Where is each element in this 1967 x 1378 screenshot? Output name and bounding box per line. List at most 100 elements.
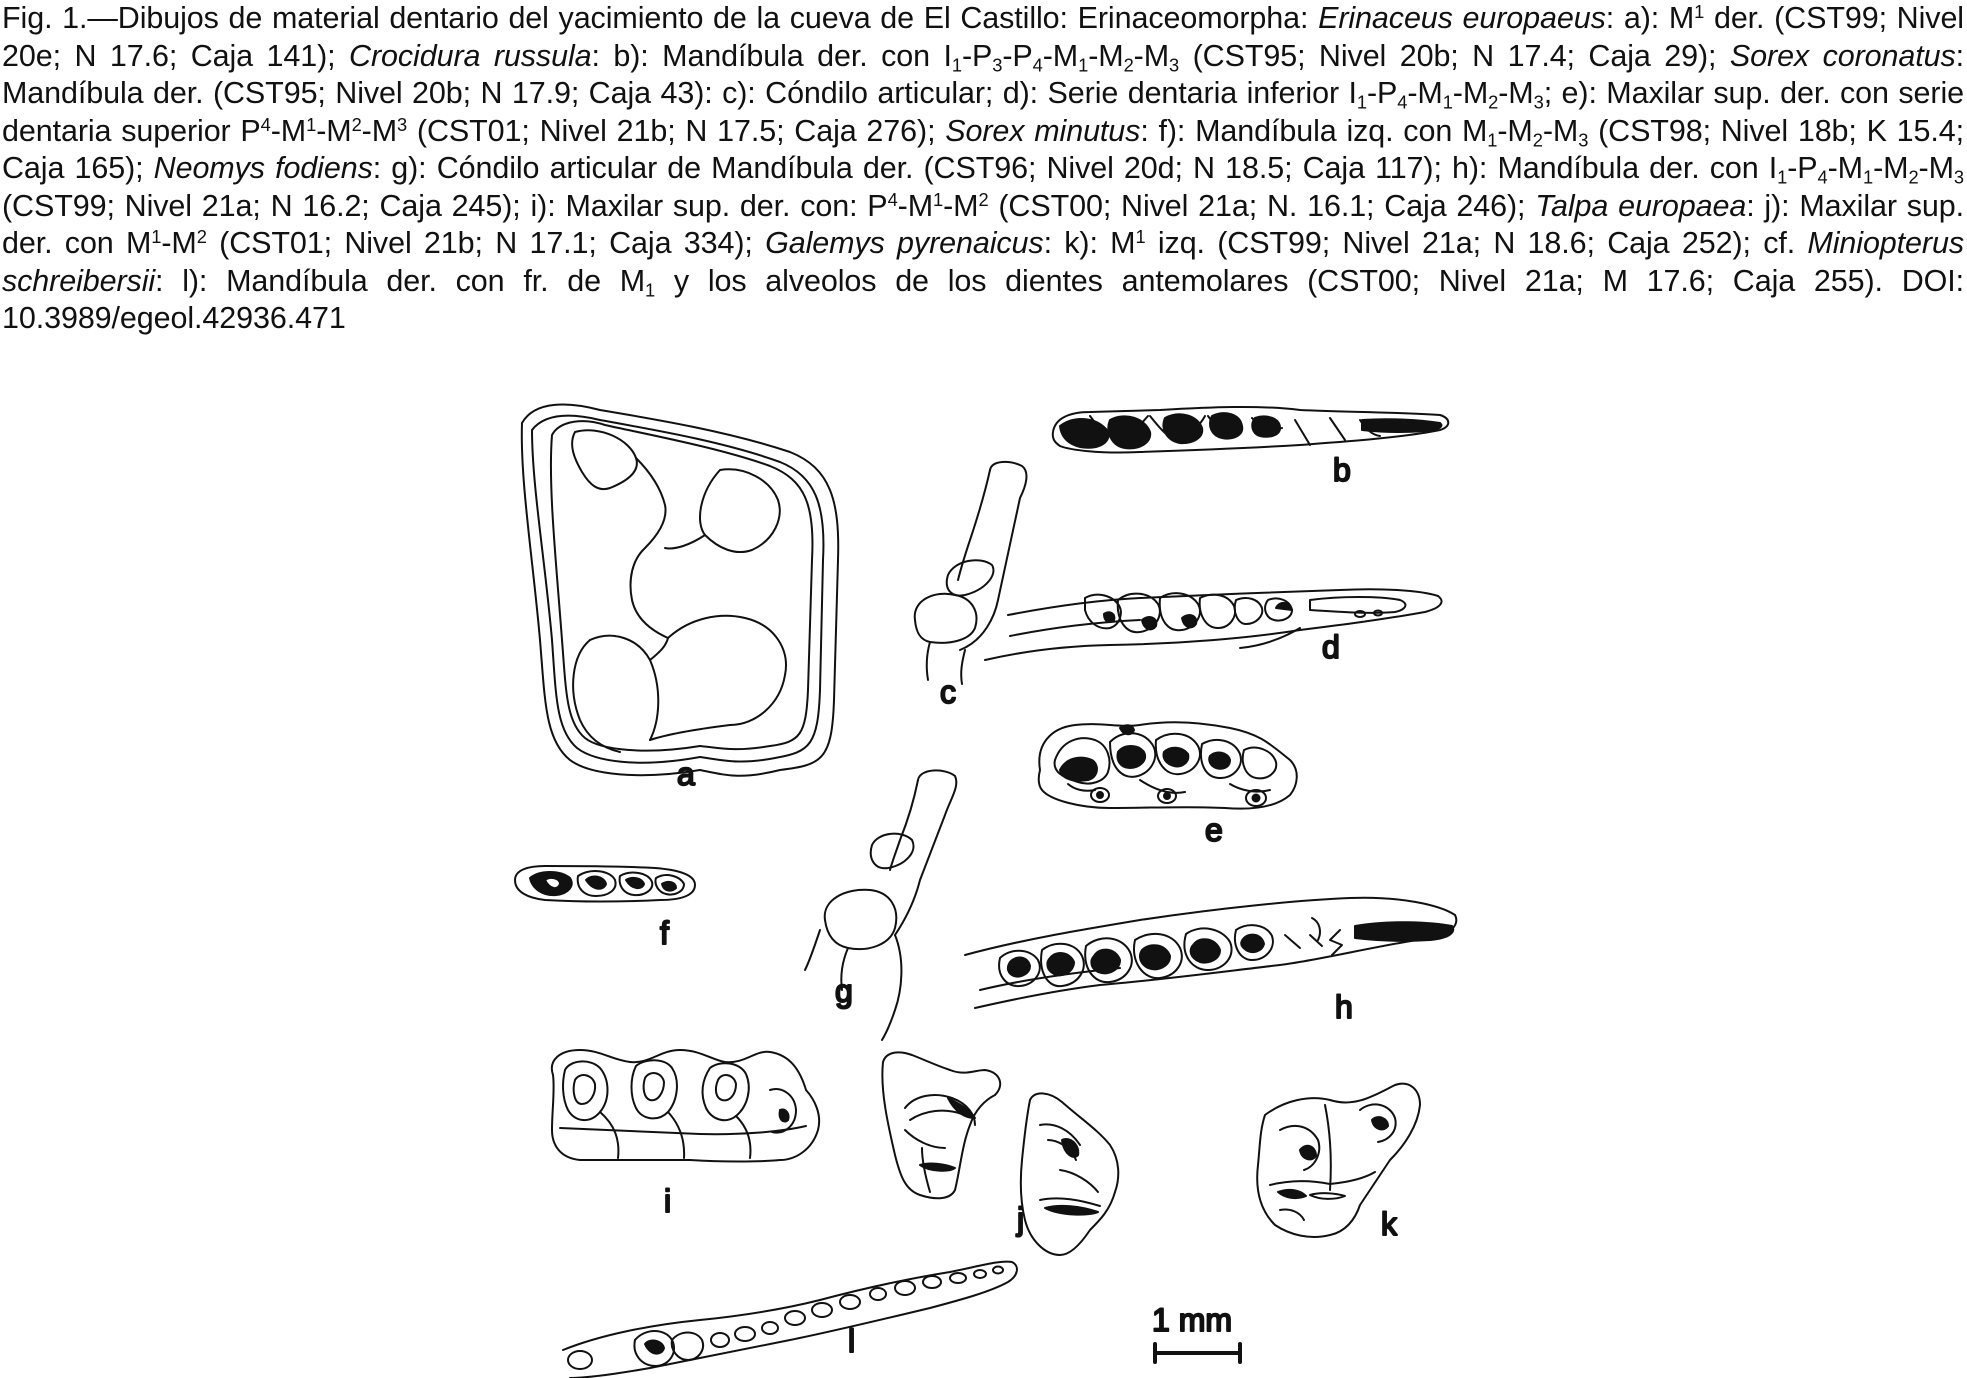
caption-text-run: izq. (CST99; Nivel 21a; N 18.6; Caja 252… xyxy=(1145,226,1808,260)
caption-text-run: -M xyxy=(1498,76,1534,110)
drawing-h-neomys-mandible xyxy=(964,896,1458,1009)
drawing-e-sorex-maxilla xyxy=(1037,721,1298,810)
caption-text-run: y los alveolos de los dientes antemolare… xyxy=(2,263,1965,336)
caption-text-run: : Mandíbula der. (CST95; Nivel 20b; N 17… xyxy=(2,38,1964,111)
drawing-a-erinaceus-m1 xyxy=(520,403,840,777)
caption-subscript: 3 xyxy=(992,53,1003,75)
scale-bar-label: 1 mm xyxy=(1152,1302,1232,1338)
caption-superscript: 3 xyxy=(397,113,408,135)
label-d: d xyxy=(1322,629,1340,665)
caption-superscript: 1 xyxy=(1135,225,1146,247)
caption-subscript: 2 xyxy=(1532,128,1543,150)
caption-text-run: der. (CST99; Nivel 20e; N 17.6; Caja 141… xyxy=(2,1,1964,73)
caption-species-name: Sorex coronatus xyxy=(1729,38,1956,73)
caption-text-run: : l): Mandíbula der. con fr. de M xyxy=(155,263,646,298)
label-h: h xyxy=(1335,989,1353,1025)
caption-text-run: : k): M xyxy=(1043,226,1136,260)
drawing-k-galemys-m1 xyxy=(1256,1082,1421,1238)
caption-text-run: ; e): Maxilar sup. der. con serie dentar… xyxy=(2,76,1964,148)
drawing-d-sorex-tooth-row xyxy=(984,588,1443,661)
caption-text-run: (CST98; Nivel 18b; K 15.4; Caja 165); xyxy=(2,113,1964,186)
label-g: g xyxy=(835,973,853,1009)
label-f: f xyxy=(660,915,669,951)
caption-text-run: -M xyxy=(1042,38,1079,73)
caption-text-run: -M xyxy=(270,113,307,148)
caption-subscript: 1 xyxy=(1442,91,1453,113)
caption-species-name: Neomys fodiens xyxy=(153,151,373,185)
caption-text-run: -P xyxy=(1366,76,1398,110)
caption-text-run: -M xyxy=(1918,151,1954,185)
label-l: l xyxy=(848,1323,855,1359)
caption-text-run: (CST99; Nivel 21a; N 16.2; Caja 245); i)… xyxy=(2,188,888,223)
caption-subscript: 3 xyxy=(1953,166,1964,188)
caption-text-run: -M xyxy=(1407,76,1443,110)
caption-species-name: Miniopterus schreibersii xyxy=(2,226,1964,298)
caption-text-run: —Dibujos de material dentario del yacimi… xyxy=(87,1,1319,35)
drawing-i-neomys-maxilla xyxy=(550,1049,821,1163)
figure-label: Fig. 1. xyxy=(2,1,88,35)
label-e: e xyxy=(1205,812,1223,848)
caption-subscript: 3 xyxy=(1169,53,1180,75)
caption-text-run: -P xyxy=(1787,151,1818,185)
caption-text-run: (CST95; Nivel 20b; N 17.4; Caja 29); xyxy=(1179,38,1730,73)
caption-text-run: -M xyxy=(1827,151,1863,185)
caption-text-run: -M xyxy=(316,113,352,148)
label-j: j xyxy=(1016,1201,1024,1237)
caption-species-name: Talpa europaea xyxy=(1535,188,1747,223)
label-c: c xyxy=(940,674,956,710)
caption-text-run: -M xyxy=(943,188,979,223)
caption-text-run: : g): Cóndilo articular de Mandíbula der… xyxy=(372,151,1778,185)
caption-subscript: 2 xyxy=(1488,91,1499,113)
label-i: i xyxy=(664,1183,671,1219)
caption-superscript: 4 xyxy=(887,188,898,210)
caption-subscript: 3 xyxy=(1533,91,1544,113)
caption-subscript: 1 xyxy=(1487,128,1498,150)
caption-text-run: -M xyxy=(897,188,934,223)
caption-text-run: -M xyxy=(361,113,398,148)
drawing-f-sorex-minutus xyxy=(514,865,696,903)
figure-caption: Fig. 1.—Dibujos de material dentario del… xyxy=(2,0,1964,338)
caption-species-name: Sorex minutus xyxy=(945,113,1141,148)
caption-superscript: 1 xyxy=(306,113,317,135)
drawing-j-talpa-maxilla xyxy=(881,1051,1120,1256)
drawing-l-miniopterus-mandible xyxy=(562,1260,1018,1378)
caption-subscript: 4 xyxy=(1032,53,1043,75)
caption-text-run: -M xyxy=(161,226,197,260)
caption-text-run: (CST00; Nivel 21a; N. 16.1; Caja 246); xyxy=(988,188,1536,223)
caption-subscript: 1 xyxy=(1777,166,1788,188)
caption-subscript: 1 xyxy=(1863,166,1874,188)
caption-subscript: 3 xyxy=(1578,128,1589,150)
caption-text-run: : a): M xyxy=(1605,1,1695,35)
caption-text-run: -M xyxy=(1088,38,1124,73)
caption-text-run: -M xyxy=(1133,38,1170,73)
caption-subscript: 1 xyxy=(1078,53,1089,75)
caption-text-run: -P xyxy=(1002,38,1033,73)
caption-body: —Dibujos de material dentario del yacimi… xyxy=(2,1,1964,335)
drawing-b-crocidura-mandible xyxy=(1051,405,1450,454)
caption-species-name: Crocidura russula xyxy=(349,38,592,73)
caption-subscript: 4 xyxy=(1397,91,1408,113)
caption-superscript: 1 xyxy=(933,188,944,210)
caption-text-run: : j): Maxilar sup. der. con M xyxy=(2,188,1964,261)
caption-subscript: 1 xyxy=(1356,91,1367,113)
scale-bar: 1 mm xyxy=(1151,1301,1242,1364)
label-k: k xyxy=(1381,1206,1398,1242)
caption-subscript: 2 xyxy=(1908,166,1919,188)
caption-superscript: 2 xyxy=(351,113,362,135)
caption-text-run: -M xyxy=(1542,113,1579,148)
caption-text-run: : b): Mandíbula der. con I xyxy=(591,38,952,73)
caption-subscript: 4 xyxy=(1817,166,1828,188)
caption-text-run: : f): Mandíbula izq. con M xyxy=(1140,113,1488,148)
label-b: b xyxy=(1333,452,1351,488)
caption-superscript: 4 xyxy=(260,113,271,135)
caption-superscript: 1 xyxy=(151,225,162,247)
drawing-c-sorex-condyle xyxy=(913,460,1028,685)
caption-text-run: -M xyxy=(1873,151,1909,185)
caption-species-name: Galemys pyrenaicus xyxy=(765,226,1044,260)
caption-text-run: (CST01; Nivel 21b; N 17.5; Caja 276); xyxy=(407,113,946,148)
caption-superscript: 1 xyxy=(1694,0,1705,22)
caption-text-run: -P xyxy=(961,38,993,73)
caption-species-name: Erinaceus europaeus xyxy=(1318,1,1606,35)
caption-subscript: 1 xyxy=(645,278,656,300)
caption-text-run: (CST01; Nivel 21b; N 17.1; Caja 334); xyxy=(206,226,766,260)
